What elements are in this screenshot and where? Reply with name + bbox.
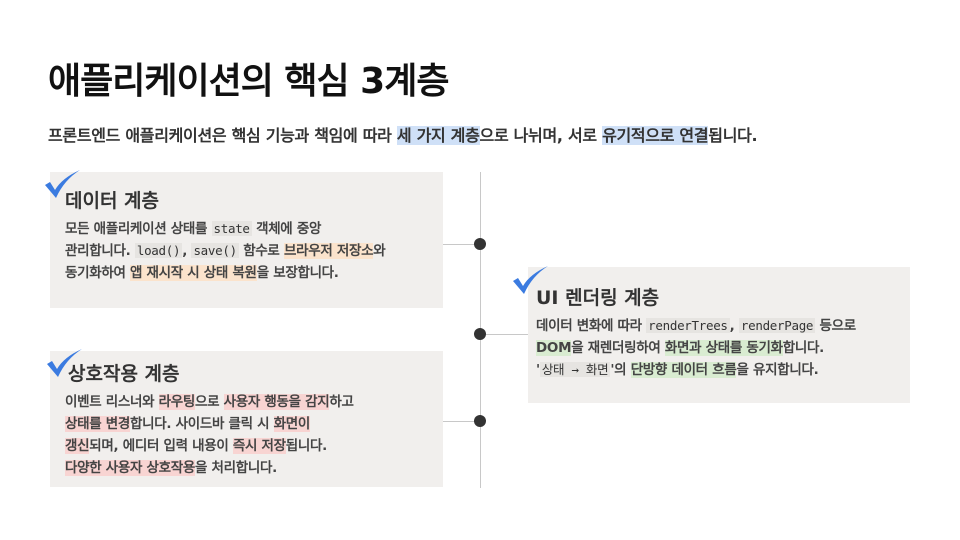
- text-segment: 으로: [195, 394, 224, 410]
- text-segment: 을 처리합니다.: [195, 460, 277, 476]
- text-segment: ': [536, 362, 540, 378]
- text-segment: 데이터 변화에 따라: [536, 318, 647, 334]
- checkmark-icon: [513, 266, 548, 294]
- code-load: load(): [134, 243, 183, 258]
- text-segment: 모든 애플리케이션 상태를: [65, 221, 212, 237]
- description-line: 모든 애플리케이션 상태를 state 객체에 중앙: [65, 218, 440, 240]
- slide-title: 애플리케이션의 핵심 3계층: [48, 61, 449, 102]
- connector-interaction: [443, 421, 480, 422]
- text-segment: 관리합니다.: [65, 243, 135, 259]
- description-line: 동기화하여 앱 재시작 시 상태 복원을 보장합니다.: [65, 262, 440, 284]
- highlight-restore: 앱 재시작 시 상태 복원: [130, 265, 257, 281]
- code-state: state: [211, 221, 252, 236]
- interaction-layer-title: 상호작용 계층: [68, 363, 180, 385]
- description-line: 이벤트 리스너와 라우팅으로 사용자 행동을 감지하고: [65, 391, 440, 413]
- text-segment: 됩니다.: [285, 438, 328, 454]
- subtitle-highlight: 세 가지 계층: [396, 126, 480, 145]
- data-layer-description: 모든 애플리케이션 상태를 state 객체에 중앙 관리합니다. load()…: [65, 218, 440, 284]
- description-line: 관리합니다. load(), save() 함수로 브라우저 저장소와: [65, 240, 440, 262]
- text-segment: 하고: [329, 394, 354, 410]
- description-line: DOM을 재렌더링하여 화면과 상태를 동기화합니다.: [536, 337, 908, 359]
- text-segment: 객체에 중앙: [251, 221, 322, 237]
- subtitle-text: 됩니다.: [708, 126, 758, 145]
- description-line: '상태 → 화면'의 단방향 데이터 흐름을 유지합니다.: [536, 359, 908, 381]
- highlight-screen: 화면이: [273, 416, 311, 432]
- connector-dot: [474, 415, 486, 427]
- highlight-change: 상태를 변경: [65, 416, 130, 432]
- highlight-instant: 즉시 저장: [232, 438, 286, 454]
- interaction-layer-card: 상호작용 계층 이벤트 리스너와 라우팅으로 사용자 행동을 감지하고 상태를 …: [50, 351, 443, 487]
- highlight-sync: 화면과 상태를 동기화: [664, 340, 783, 356]
- code-render-trees: renderTrees: [646, 318, 730, 333]
- checkmark-icon: [45, 170, 80, 198]
- text-segment: ,: [729, 318, 739, 334]
- highlight-routing: 라우팅: [158, 394, 196, 410]
- text-segment: 합니다. 사이드바 클릭 시: [130, 416, 274, 432]
- text-segment: 을 유지합니다.: [736, 362, 819, 378]
- text-segment: '의: [610, 362, 631, 378]
- subtitle-text: 으로 나뉘며, 서로: [479, 126, 603, 145]
- text-segment: ,: [182, 243, 192, 259]
- text-segment: 등으로: [815, 318, 857, 334]
- text-segment: 이벤트 리스너와: [65, 394, 159, 410]
- connector-data: [443, 244, 480, 245]
- data-layer-title: 데이터 계층: [65, 190, 160, 212]
- ui-layer-title: UI 렌더링 계층: [536, 287, 660, 309]
- highlight-storage: 브라우저 저장소: [283, 243, 374, 259]
- subtitle-text: 프론트엔드 애플리케이션은 핵심 기능과 책임에 따라: [48, 126, 397, 145]
- checkmark-icon: [47, 349, 82, 377]
- text-segment: 함수로: [238, 243, 284, 259]
- description-line: 갱신되며, 에디터 입력 내용이 즉시 저장됩니다.: [65, 435, 440, 457]
- text-segment: 을 재렌더링하여: [571, 340, 665, 356]
- highlight-dom: DOM: [536, 340, 572, 356]
- slide-subtitle: 프론트엔드 애플리케이션은 핵심 기능과 책임에 따라 세 가지 계층으로 나뉘…: [48, 122, 928, 146]
- code-state-to-screen: 상태 → 화면: [539, 362, 611, 377]
- connector-dot: [474, 328, 486, 340]
- data-layer-card: 데이터 계층 모든 애플리케이션 상태를 state 객체에 중앙 관리합니다.…: [50, 172, 443, 308]
- description-line: 데이터 변화에 따라 renderTrees, renderPage 등으로: [536, 315, 908, 337]
- ui-layer-description: 데이터 변화에 따라 renderTrees, renderPage 등으로 D…: [536, 315, 908, 381]
- highlight-one-way-flow: 단방향 데이터 흐름: [630, 362, 737, 378]
- text-segment: 와: [373, 243, 386, 259]
- code-save: save(): [191, 243, 239, 258]
- highlight-detect: 사용자 행동을 감지: [223, 394, 330, 410]
- description-line: 상태를 변경합니다. 사이드바 클릭 시 화면이: [65, 413, 440, 435]
- ui-layer-card: UI 렌더링 계층 데이터 변화에 따라 renderTrees, render…: [528, 267, 910, 403]
- interaction-layer-description: 이벤트 리스너와 라우팅으로 사용자 행동을 감지하고 상태를 변경합니다. 사…: [65, 391, 440, 479]
- connector-dot: [474, 238, 486, 250]
- subtitle-highlight: 유기적으로 연결: [602, 126, 709, 145]
- highlight-renew: 갱신: [65, 438, 90, 454]
- highlight-various: 다양한 사용자 상호작용: [65, 460, 195, 476]
- text-segment: 동기화하여: [65, 265, 130, 281]
- connector-ui: [480, 334, 528, 335]
- code-render-page: renderPage: [738, 318, 816, 333]
- text-segment: 을 보장합니다.: [256, 265, 339, 281]
- text-segment: 되며, 에디터 입력 내용이: [89, 438, 233, 454]
- text-segment: 합니다.: [782, 340, 825, 356]
- description-line: 다양한 사용자 상호작용을 처리합니다.: [65, 457, 440, 479]
